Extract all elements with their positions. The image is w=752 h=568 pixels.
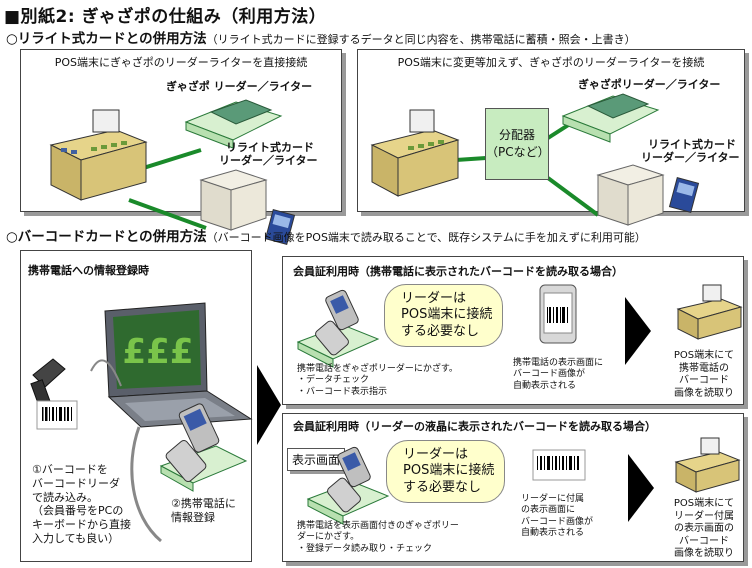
section1-note: （リライト式カードに登録するデータと同じ内容を、携帯電話に蓄積・照会・上書き） xyxy=(206,33,636,46)
step1-line: バーコードリーダ xyxy=(32,476,120,490)
lcd-barcode-icon xyxy=(532,449,586,481)
rewrite-direct-card-label-2: リーダー／ライター xyxy=(219,154,318,167)
rewrite-card-reader-icon xyxy=(596,164,665,226)
display-screen-label: 表示画面 xyxy=(287,448,346,471)
rewrite-distributor-card-label-2: リーダー／ライター xyxy=(641,151,740,164)
laptop-icon: £££ xyxy=(104,302,253,428)
rewrite-direct-illustration xyxy=(49,99,296,245)
section2-heading-text: ○バーコードカードとの併用方法 xyxy=(6,229,207,245)
case1-screen-text: 携帯電話の表示画面に バーコード画像が 自動表示される xyxy=(513,358,603,392)
pos-line: バーコード xyxy=(679,375,729,386)
step2-line: ②携帯電話に xyxy=(171,497,236,510)
desc-line: ・バーコード表示指示 xyxy=(297,386,388,397)
desc-line: 携帯電話を表示画面付きのぎゃざポリー xyxy=(297,521,459,531)
page-title: ■別紙2: ぎゃざポの仕組み（利用方法） xyxy=(4,7,327,27)
pos-line: POS端末にて xyxy=(673,498,735,509)
case1-pos-text: POS端末にて 携帯電話の バーコード 画像を読取り xyxy=(673,350,735,400)
step1-line: （会員番号をPCの xyxy=(32,504,124,518)
bubble-line: POS端末に接続 xyxy=(403,463,495,479)
pos-register-icon xyxy=(49,109,148,201)
bubble-line: リーダーは xyxy=(403,447,469,462)
rewrite-direct-card-label-1: リライト式カード xyxy=(226,141,314,154)
case1-illustration xyxy=(296,284,743,368)
step1-line: ①バーコードを xyxy=(32,463,108,476)
bubble-line: POS端末に接続 xyxy=(401,307,493,323)
step1-line: 入力しても良い） xyxy=(32,531,120,545)
gyazapo-reader-icon xyxy=(184,99,283,149)
case2-arrow-icon xyxy=(628,454,654,522)
pos-register-icon xyxy=(370,109,460,197)
step2-line: 情報登録 xyxy=(171,510,215,524)
pos-line: リーダー付属 xyxy=(674,510,734,522)
registration-step1: ①バーコードを バーコードリーダ で読み込み。 （会員番号をPCの キーボードか… xyxy=(32,463,131,546)
case2-title: 会員証利用時（リーダーの液晶に表示されたバーコードを読み取る場合） xyxy=(293,420,656,433)
rewrite-distributor-illustration xyxy=(370,93,700,226)
case2-pos-text: POS端末にて リーダー付属 の表示画面の バーコード 画像を読取り xyxy=(671,498,737,561)
barcode-card-icon xyxy=(36,400,78,430)
case2-note-bubble: リーダーは POS端末に接続 する必要なし xyxy=(386,440,506,503)
case2-description: 携帯電話を表示画面付きのぎゃざポリー ダーにかざす。 ・登録データ読み取り・チェ… xyxy=(297,521,459,555)
flow-arrow-icon xyxy=(257,365,281,445)
section2-heading: ○バーコードカードとの併用方法（バーコード画像をPOS端末で読み取ることで、既存… xyxy=(6,225,646,245)
distributor-label: 分配器 xyxy=(498,128,535,142)
screen-line: 自動表示される xyxy=(513,380,577,391)
registration-title: 携帯電話への情報登録時 xyxy=(28,264,149,277)
svg-text:£££: £££ xyxy=(123,332,194,372)
phone-barcode-screen-icon xyxy=(539,284,577,344)
desc-line: ・登録データ読み取り・チェック xyxy=(297,543,433,554)
mobile-phone-icon xyxy=(165,403,220,483)
rewrite-distributor-reader-label: ぎゃざポリーダー／ライター xyxy=(578,78,721,91)
rewrite-card-icon xyxy=(668,177,700,213)
step1-line: キーボードから直接 xyxy=(32,518,131,531)
pos-register-icon xyxy=(676,284,743,340)
screen-line: バーコード画像が xyxy=(513,369,586,380)
case1-arrow-icon xyxy=(625,297,651,365)
case1-note-bubble: リーダーは POS端末に接続 する必要なし xyxy=(384,284,504,347)
screen-line: 自動表示される xyxy=(521,527,585,538)
bubble-line: する必要なし xyxy=(401,323,480,339)
bubble-line: する必要なし xyxy=(403,479,482,495)
pos-line: POS端末にて xyxy=(673,350,735,361)
gyazapo-reader-icon xyxy=(561,93,660,143)
section1-heading-text: ○リライト式カードとの併用方法 xyxy=(6,31,207,47)
rewrite-distributor-card-label-1: リライト式カード xyxy=(648,138,736,151)
rewrite-direct-panel: POS端末にぎゃざポのリーダーライターを直接接続 ぎゃざポ リーダー／ライター … xyxy=(20,49,342,245)
section1-heading: ○リライト式カードとの併用方法（リライト式カードに登録するデータと同じ内容を、携… xyxy=(6,27,636,47)
pos-line: バーコード xyxy=(679,535,729,547)
rewrite-card-reader-icon xyxy=(199,169,268,231)
rewrite-direct-reader-label: ぎゃざポ リーダー／ライター xyxy=(166,80,313,93)
case1-panel: 会員証利用時（携帯電話に表示されたバーコードを読み取る場合） リーダーは POS… xyxy=(282,256,744,405)
pos-register-icon xyxy=(674,437,741,493)
screen-line: バーコード画像が xyxy=(521,516,594,527)
pos-line: 画像を読取り xyxy=(674,387,734,399)
pos-line: 画像を読取り xyxy=(674,548,734,559)
screen-line: リーダーに付属 xyxy=(521,494,585,504)
rewrite-distributor-panel: POS端末に変更等加えず、ぎゃざポのリーダーライターを接続 分配器 （PC xyxy=(357,49,745,226)
registration-panel: 携帯電話への情報登録時 £££ xyxy=(20,250,253,562)
screen-line: 携帯電話の表示画面に xyxy=(513,358,604,368)
step1-line: で読み込み。 xyxy=(32,490,98,504)
desc-line: 携帯電話をぎゃざポリーダーにかざす。 xyxy=(297,364,458,374)
case2-screen-text: リーダーに付属 の表示画面に バーコード画像が 自動表示される xyxy=(521,494,593,539)
screen-line: の表示画面に xyxy=(521,505,576,516)
bubble-line: リーダーは xyxy=(401,291,467,306)
case2-panel: 会員証利用時（リーダーの液晶に表示されたバーコードを読み取る場合） 表示画面 リ… xyxy=(282,413,744,562)
section2-note: （バーコード画像をPOS端末で読み取ることで、既存システムに手を加えずに利用可能… xyxy=(206,231,646,244)
rewrite-card-icon xyxy=(264,209,296,245)
registration-step2: ②携帯電話に 情報登録 xyxy=(171,497,236,525)
case1-title: 会員証利用時（携帯電話に表示されたバーコードを読み取る場合） xyxy=(293,265,623,278)
mobile-phone-icon xyxy=(327,446,371,513)
desc-line: ダーにかざす。 xyxy=(297,532,360,543)
pos-line: の表示画面の xyxy=(674,523,734,534)
registration-illustration: £££ xyxy=(30,302,253,543)
rewrite-direct-caption: POS端末にぎゃざポのリーダーライターを直接接続 xyxy=(54,56,308,69)
distributor-box: 分配器 （PCなど） xyxy=(485,108,550,180)
pos-line: 携帯電話の xyxy=(679,362,729,374)
rewrite-distributor-caption: POS端末に変更等加えず、ぎゃざポのリーダーライターを接続 xyxy=(397,56,705,69)
mobile-phone-icon xyxy=(315,289,359,356)
case2-illustration xyxy=(306,437,741,525)
desc-line: ・データチェック xyxy=(297,375,370,386)
distributor-sublabel: （PCなど） xyxy=(486,144,550,159)
case1-description: 携帯電話をぎゃざポリーダーにかざす。 ・データチェック ・バーコード表示指示 xyxy=(297,364,458,398)
